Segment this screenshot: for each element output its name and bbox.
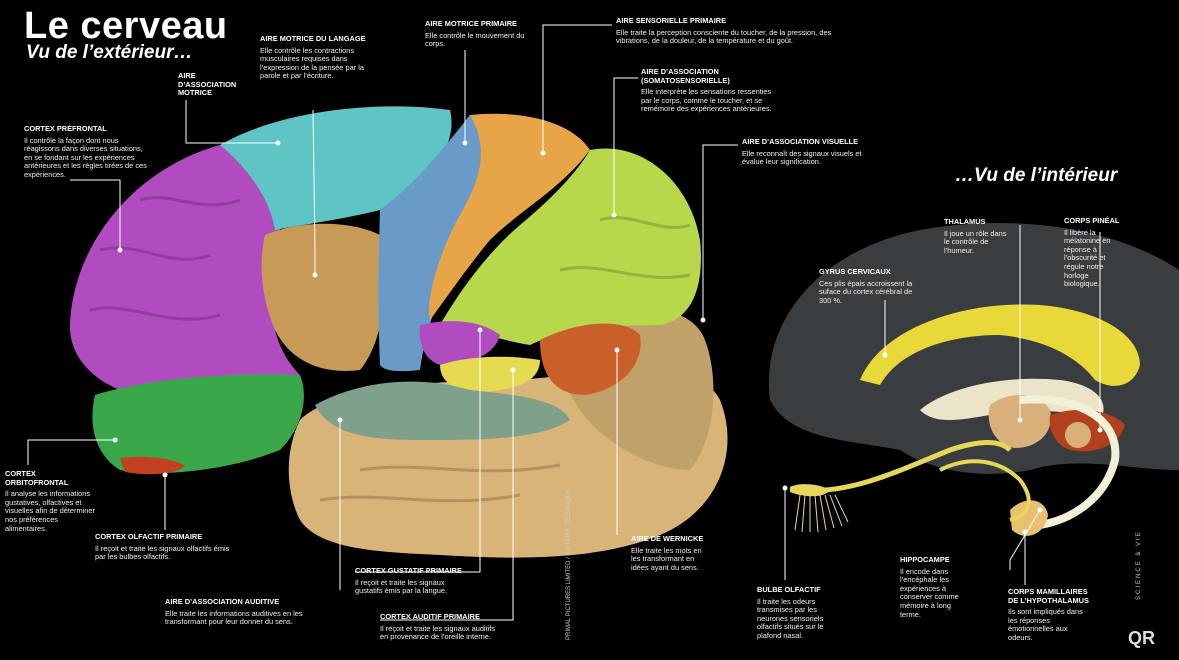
- annotation-gyrus: GYRUS CERVICAUX Ces plis épais accroisse…: [819, 267, 914, 305]
- annotation-hippocampe: HIPPOCAMPE Il encode dans l’encéphale le…: [900, 555, 970, 619]
- annotation-text: Il libère la mélatonine en réponse à l’o…: [1064, 227, 1111, 289]
- annotation-title: CORTEX PRÉFRONTAL: [24, 124, 107, 133]
- annotation-title: HIPPOCAMPE: [900, 555, 950, 564]
- brand-credit: SCIENCE & VIE: [1136, 530, 1142, 600]
- leader-lines: [27, 24, 1101, 621]
- olfactory-region: [120, 456, 185, 475]
- annotation-prefrontal: CORTEX PRÉFRONTAL Il contrôle la façon d…: [24, 124, 149, 180]
- annotation-assoc-auditive: AIRE D’ASSOCIATION AUDITIVE Elle traite …: [165, 597, 315, 627]
- annotation-text: Ils sont impliqués dans les réponses émo…: [1008, 607, 1083, 642]
- wernicke-region: [540, 323, 641, 395]
- annotation-title: AIRE D’ASSOCIATION VISUELLE: [742, 137, 859, 146]
- annotation-text: Elle reconnaît des signaux visuels et év…: [742, 148, 862, 167]
- exterior-subtitle: Vu de l’extérieur…: [26, 42, 193, 63]
- annotation-assoc-motrice: AIRE D’ASSOCIATION MOTRICE: [178, 71, 243, 101]
- annotation-title: CORPS MAMILLAIRES DE L’HYPOTHALAMUS: [1008, 587, 1089, 605]
- annotation-title: AIRE DE WERNICKE: [631, 534, 704, 543]
- annotation-text: Il analyse les informations gustatives, …: [5, 489, 95, 533]
- annotation-title: AIRE D’ASSOCIATION AUDITIVE: [165, 597, 280, 606]
- annotation-title: AIRE MOTRICE PRIMAIRE: [425, 19, 517, 28]
- annotation-somato: AIRE D’ASSOCIATION (SOMATOSENSORIELLE) E…: [641, 67, 781, 114]
- orbitofrontal-region: [92, 374, 304, 474]
- annotation-gustatif: CORTEX GUSTATIF PRIMAIRE Il reçoit et tr…: [355, 566, 470, 596]
- annotation-mamillaires: CORPS MAMILLAIRES DE L’HYPOTHALAMUS Ils …: [1008, 587, 1093, 643]
- olfactory-tract: [799, 440, 1012, 494]
- interior-subtitle: …Vu de l’intérieur: [955, 165, 1118, 186]
- somatosensory-region: [440, 148, 701, 345]
- main-title: Le cerveau: [24, 5, 228, 47]
- annotation-text: Elle contrôle le mouvement du corps.: [425, 30, 525, 49]
- annotation-langage: AIRE MOTRICE DU LANGAGE Elle contrôle le…: [260, 34, 370, 81]
- hippocampus-arc: [1019, 395, 1120, 529]
- annotation-thalamus: THALAMUS Il joue un rôle dans le contrôl…: [944, 217, 1009, 255]
- inner-brain-illustration: [768, 223, 1179, 536]
- annotation-title: CORTEX ORBITOFRONTAL: [5, 469, 69, 487]
- annotation-auditif: CORTEX AUDITIF PRIMAIRE Il reçoit et tra…: [380, 612, 505, 642]
- annotation-motrice-primaire: AIRE MOTRICE PRIMAIRE Elle contrôle le m…: [425, 19, 525, 49]
- annotation-title: BULBE OLFACTIF: [757, 585, 821, 594]
- olfactory-bulb: [790, 484, 830, 497]
- annotation-text: Ces plis épais accroissent la suface du …: [819, 278, 913, 305]
- annotation-text: Il contrôle la façon dont nous réagisson…: [24, 135, 147, 179]
- annotation-title: GYRUS CERVICAUX: [819, 267, 891, 276]
- olfactory-fibers: [794, 494, 849, 533]
- annotation-title: AIRE MOTRICE DU LANGAGE: [260, 34, 366, 43]
- annotation-visuelle: AIRE D’ASSOCIATION VISUELLE Elle reconna…: [742, 137, 862, 167]
- primary-sensory-region: [429, 113, 590, 320]
- annotation-text: Il reçoit et traite les signaux auditifs…: [380, 623, 496, 642]
- annotation-text: Il encode dans l’encéphale les expérienc…: [900, 566, 959, 619]
- annotation-title: AIRE D’ASSOCIATION MOTRICE: [178, 71, 237, 98]
- annotation-text: Il reçoit et traite les signaux gustatif…: [355, 577, 448, 596]
- gyrus-band: [860, 304, 1140, 386]
- annotation-text: Elle traite les informations auditives e…: [165, 608, 303, 627]
- annotation-title: AIRE D’ASSOCIATION (SOMATOSENSORIELLE): [641, 67, 730, 85]
- outer-brain-illustration: [70, 106, 728, 558]
- annotation-pineal: CORPS PINÉAL Il libère la mélatonine en …: [1064, 216, 1124, 289]
- prefrontal-region: [70, 140, 300, 390]
- annotation-title: CORTEX GUSTATIF PRIMAIRE: [355, 566, 462, 575]
- annotation-text: Il joue un rôle dans le contrôle de l’hu…: [944, 228, 1007, 255]
- annotation-olfactif: CORTEX OLFACTIF PRIMAIRE Il reçoit et tr…: [95, 532, 230, 562]
- logo: QR: [1128, 628, 1155, 648]
- motor-language-region: [261, 223, 385, 371]
- auditory-association: [315, 381, 570, 440]
- annotation-bulbe: BULBE OLFACTIF Il traite les odeurs tran…: [757, 585, 832, 641]
- annotation-title: CORTEX OLFACTIF PRIMAIRE: [95, 532, 203, 541]
- annotation-text: Il traite les odeurs transmises par les …: [757, 596, 824, 640]
- auditory-primary: [440, 356, 540, 392]
- annotation-sensorielle: AIRE SENSORIELLE PRIMAIRE Elle traite la…: [616, 16, 846, 46]
- annotation-text: Elle contrôle les contractions musculair…: [260, 45, 364, 81]
- primary-motor-region: [378, 115, 499, 372]
- annotation-text: Elle interprète les sensations ressentie…: [641, 87, 772, 114]
- annotation-title: CORPS PINÉAL: [1064, 216, 1120, 225]
- annotation-wernicke: AIRE DE WERNICKE Elle traite les mots en…: [631, 534, 711, 572]
- annotation-title: AIRE SENSORIELLE PRIMAIRE: [616, 16, 727, 25]
- annotation-text: Elle traite les mots en les transformant…: [631, 545, 702, 572]
- annotation-title: CORTEX AUDITIF PRIMAIRE: [380, 612, 480, 621]
- photo-credit: PRIMAL PICTURES LIMITED / ÉDITIONS TÉLÉM…: [566, 488, 572, 640]
- annotation-text: Elle traite la perception consciente du …: [616, 27, 832, 46]
- annotation-title: THALAMUS: [944, 217, 986, 226]
- annotation-text: Il reçoit et traite les signaux olfactif…: [95, 543, 230, 562]
- fornix: [939, 459, 1031, 522]
- leader-dots: [112, 140, 1103, 535]
- pineal-gland: [1065, 422, 1091, 448]
- annotation-orbitofrontal: CORTEX ORBITOFRONTAL Il analyse les info…: [5, 469, 100, 533]
